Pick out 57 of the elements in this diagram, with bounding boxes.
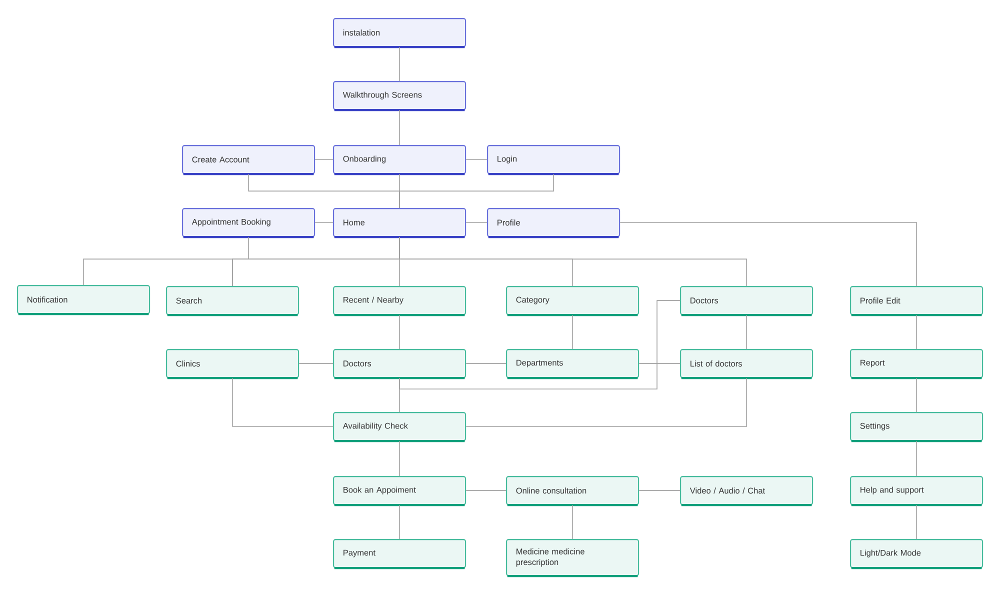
process-box: Payment bbox=[333, 539, 466, 570]
connector-line bbox=[399, 110, 400, 146]
connector-line bbox=[638, 363, 680, 364]
connector-line bbox=[466, 378, 747, 427]
connector-line bbox=[572, 314, 573, 350]
process-box: Video / Audio / Chat bbox=[680, 476, 814, 506]
process-box: Report bbox=[850, 349, 984, 380]
connector-line bbox=[916, 440, 917, 476]
process-box: Home bbox=[333, 208, 466, 238]
process-box: Category bbox=[506, 286, 640, 316]
connector-line bbox=[399, 174, 554, 208]
process-box: Departments bbox=[506, 349, 640, 380]
process-box: Profile Edit bbox=[850, 286, 984, 316]
process-box: Settings bbox=[850, 412, 984, 442]
connector-line bbox=[916, 314, 917, 350]
connector-line bbox=[466, 363, 506, 364]
process-box: Help and support bbox=[850, 476, 984, 506]
connector-line bbox=[466, 222, 488, 223]
connector-line bbox=[298, 363, 334, 364]
process-box: Profile bbox=[487, 208, 620, 238]
connector-line bbox=[466, 490, 506, 491]
connector-line bbox=[399, 236, 747, 286]
process-box: Recent / Nearby bbox=[333, 286, 466, 316]
connector-line bbox=[232, 236, 249, 286]
connector-line bbox=[638, 490, 680, 491]
process-box: Appointment Booking bbox=[182, 208, 316, 238]
process-box: Availability Check bbox=[333, 412, 466, 442]
process-box: Medicine medicine prescription bbox=[506, 539, 640, 578]
process-box: List of doctors bbox=[680, 349, 814, 380]
connector-line bbox=[916, 378, 917, 412]
process-box: Login bbox=[487, 145, 620, 176]
connector-line bbox=[399, 440, 400, 476]
connector-line bbox=[399, 314, 400, 350]
process-box: Notification bbox=[17, 285, 150, 316]
connector-line bbox=[399, 504, 400, 540]
process-box: instalation bbox=[333, 18, 466, 48]
process-box: Book an Appoiment bbox=[333, 476, 466, 506]
connector-line bbox=[399, 378, 400, 412]
process-box: Onboarding bbox=[333, 145, 466, 176]
process-box: Clinics bbox=[166, 349, 300, 380]
process-box: Light/Dark Mode bbox=[850, 539, 984, 570]
process-box: Search bbox=[166, 286, 300, 316]
connector-line bbox=[314, 159, 334, 160]
connector-line bbox=[466, 159, 488, 160]
process-box: Doctors bbox=[333, 349, 466, 380]
connector-line bbox=[314, 222, 334, 223]
connector-line bbox=[572, 504, 573, 540]
connector-line bbox=[746, 314, 747, 350]
process-box: Create Account bbox=[182, 145, 316, 176]
connector-line bbox=[620, 222, 917, 286]
process-box: Online consultation bbox=[506, 476, 640, 506]
connector-line bbox=[232, 378, 334, 427]
connector-line bbox=[916, 504, 917, 540]
connector-line bbox=[399, 46, 400, 82]
process-box: Walkthrough Screens bbox=[333, 81, 466, 112]
connector-line bbox=[399, 300, 680, 390]
process-box: Doctors bbox=[680, 286, 814, 316]
